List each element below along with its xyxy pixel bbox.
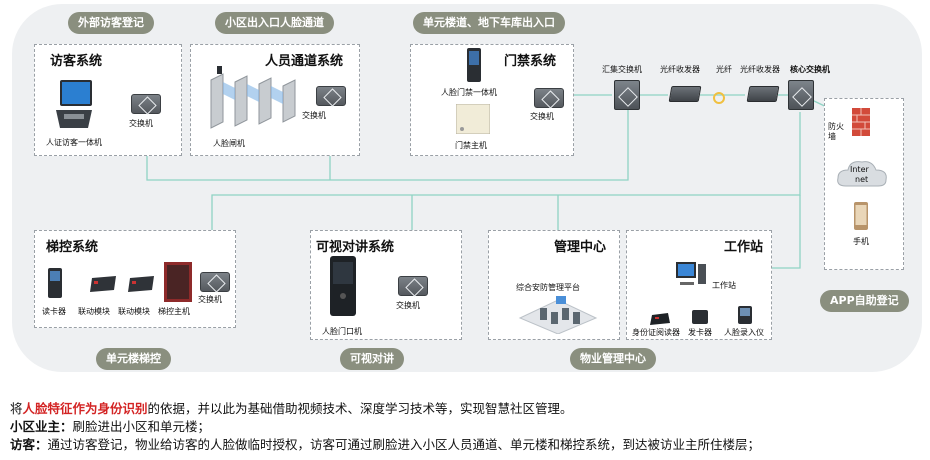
- visitor-switch-label: 交换机: [129, 119, 153, 128]
- card-reader-label: 读卡器: [42, 307, 66, 316]
- elevator-host-label: 梯控主机: [158, 307, 190, 316]
- desc2-label: 小区业主：: [10, 419, 73, 434]
- internet-label-2: net: [855, 175, 869, 184]
- visitor-kiosk-label: 人证访客一体机: [46, 138, 102, 147]
- visitor-switch-icon: [131, 94, 161, 114]
- face-door-station-label: 人脸门口机: [322, 327, 362, 336]
- pill-intercom: 可视对讲: [340, 348, 404, 370]
- channel-switch-icon: [316, 86, 346, 106]
- intercom-system-title: 可视对讲系统: [316, 240, 395, 255]
- card-issuer-label: 发卡器: [688, 328, 712, 337]
- pill-property: 物业管理中心: [570, 348, 656, 370]
- fiber-label: 光纤: [716, 65, 732, 74]
- core-switch-label: 核心交换机: [790, 65, 830, 74]
- server-cluster-icon: [518, 294, 598, 335]
- transceiver1-label: 光纤收发器: [660, 65, 700, 74]
- workstation-pc-icon: [676, 262, 706, 288]
- desc1-highlight: 人脸特征作为身份识别: [22, 401, 148, 416]
- internet-cloud-icon: [836, 158, 888, 190]
- pill-channel: 小区出入口人脸通道: [215, 12, 334, 34]
- agg-switch-icon: [614, 80, 640, 110]
- link-module2-icon: [126, 274, 156, 294]
- face-gate-label: 人脸闸机: [213, 139, 245, 148]
- link-module1-icon: [88, 274, 118, 294]
- face-door-station-icon: [330, 256, 356, 316]
- workstation-title: 工作站: [724, 240, 764, 255]
- access-switch-icon: [534, 88, 564, 108]
- elevator-host-icon: [164, 262, 192, 302]
- access-controller-label: 门禁主机: [455, 141, 487, 150]
- elevator-switch-label: 交换机: [198, 295, 222, 304]
- phone-label: 手机: [853, 237, 869, 246]
- internet-label-1: Inter: [850, 165, 869, 174]
- access-switch-label: 交换机: [530, 112, 554, 121]
- firewall-label-line: 防火墙: [828, 122, 844, 141]
- pill-visitor: 外部访客登记: [68, 12, 154, 34]
- face-access-terminal-label: 人脸门禁一体机: [441, 88, 497, 97]
- description-line-2: 小区业主：刷脸进出小区和单元楼；: [10, 416, 210, 435]
- agg-switch-label: 汇集交换机: [602, 65, 642, 74]
- channel-switch-label: 交换机: [302, 111, 326, 120]
- management-center-title: 管理中心: [554, 240, 607, 255]
- transceiver1-icon: [668, 86, 702, 102]
- desc1-post: 的依据，并以此为基础借助视频技术、深度学习技术等，实现智慧社区管理。: [147, 401, 573, 416]
- card-issuer-icon: [692, 309, 708, 324]
- desc1-pre: 将: [10, 401, 23, 416]
- pill-app: APP自助登记: [820, 290, 909, 312]
- intercom-switch-label: 交换机: [396, 301, 420, 310]
- desc2-text: 刷脸进出小区和单元楼；: [72, 419, 211, 434]
- transceiver2-icon: [746, 86, 780, 102]
- card-reader-icon: [48, 268, 62, 298]
- visitor-system-title: 访客系统: [50, 54, 103, 69]
- visitor-kiosk-icon: [52, 80, 96, 132]
- id-reader-label: 身份证阅读器: [632, 328, 680, 337]
- channel-system-title: 人员通道系统: [265, 54, 344, 69]
- link-module2-label: 联动模块: [118, 307, 150, 316]
- face-access-terminal-icon: [466, 48, 482, 82]
- elevator-switch-icon: [200, 272, 230, 292]
- transceiver2-label: 光纤收发器: [740, 65, 780, 74]
- firewall-icon: [852, 108, 870, 136]
- id-reader-icon: [650, 310, 670, 325]
- desc3-label: 访客：: [10, 437, 48, 452]
- pill-elevator: 单元楼梯控: [96, 348, 171, 370]
- description-line-1: 将人脸特征作为身份识别的依据，并以此为基础借助视频技术、深度学习技术等，实现智慧…: [10, 398, 573, 417]
- phone-icon: [854, 202, 868, 230]
- desc3-text: 通过访客登记，物业给访客的人脸做临时授权，访客可通过刷脸进入小区人员通道、单元楼…: [47, 437, 761, 452]
- access-controller-icon: [455, 103, 491, 135]
- face-enroll-label: 人脸录入仪: [724, 328, 764, 337]
- pill-unit: 单元楼道、地下车库出入口: [413, 12, 565, 34]
- elevator-system-title: 梯控系统: [46, 240, 99, 255]
- face-gate-icon: [205, 60, 305, 130]
- intercom-switch-icon: [398, 276, 428, 296]
- platform-label: 综合安防管理平台: [516, 283, 580, 292]
- core-switch-icon: [788, 80, 814, 110]
- fiber-coil-icon: [713, 89, 725, 104]
- link-module1-label: 联动模块: [78, 307, 110, 316]
- face-enroll-icon: [738, 306, 752, 324]
- workstation-pc-label: 工作站: [712, 281, 736, 290]
- description-line-3: 访客：通过访客登记，物业给访客的人脸做临时授权，访客可通过刷脸进入小区人员通道、…: [10, 434, 760, 453]
- access-system-title: 门禁系统: [504, 54, 557, 69]
